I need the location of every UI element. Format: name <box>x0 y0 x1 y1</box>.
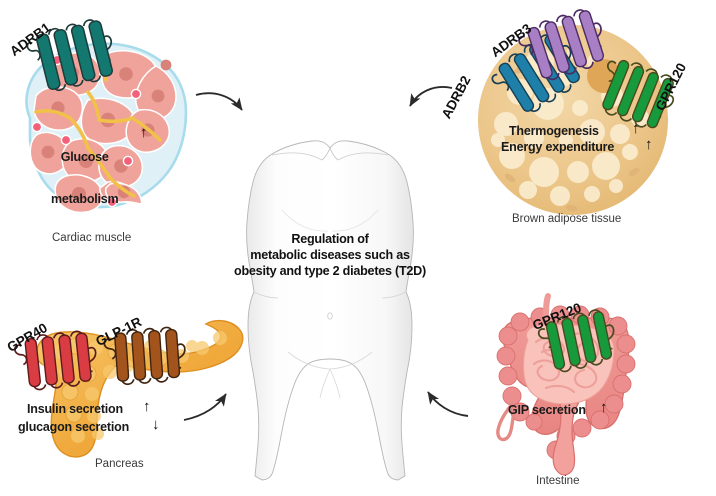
receptor-label-gpr120-intestine: GPR120 <box>530 299 584 334</box>
statement-glucose-metabolism: Glucose metabolism <box>51 122 119 234</box>
receptor-gpr40 <box>14 330 97 391</box>
up-arrow-glucose-metabolism: ↑ <box>140 124 148 141</box>
intestine-illustration <box>496 293 636 476</box>
receptor-adrb1 <box>26 19 113 92</box>
human-torso-silhouette <box>246 140 414 481</box>
center-line-2: metabolic diseases such as <box>250 247 410 262</box>
up-arrow-insulin-secretion: ↑ <box>143 398 151 415</box>
tissue-label-cardiac-muscle: Cardiac muscle <box>52 232 132 244</box>
up-arrow-gip-secretion: ↑ <box>600 399 608 416</box>
receptor-gpr120-intestine <box>537 309 615 373</box>
arrow-adipose-to-center <box>409 86 453 107</box>
receptor-adrb3 <box>518 9 605 81</box>
statement-thermogenesis: Thermogenesis <box>509 124 599 138</box>
receptor-gpr120-adipose <box>602 59 675 129</box>
arrow-intestine-to-center <box>427 391 469 417</box>
tissue-label-brown-adipose-tissue: Brown adipose tissue <box>512 213 622 225</box>
tissue-label-intestine: Intestine <box>536 475 580 487</box>
receptor-label-gpr120-adipose: GPR120 <box>652 60 690 114</box>
statement-insulin-secretion: Insulin secretion <box>27 402 123 416</box>
statement-glucagon-secretion: glucagon secretion <box>18 420 130 434</box>
statement-gip-secretion: GIP secretion <box>508 403 586 417</box>
up-arrow-energy-expenditure: ↑ <box>645 136 653 153</box>
brown-adipose-illustration <box>478 9 675 215</box>
up-arrow-thermogenesis: ↑ <box>632 120 640 137</box>
tissue-label-pancreas: Pancreas <box>95 458 144 470</box>
receptor-label-adrb2: ADRB2 <box>438 73 474 122</box>
statement-glucose-line2: metabolism <box>51 192 119 206</box>
down-arrow-glucagon-secretion: ↓ <box>152 416 160 433</box>
receptor-label-adrb1: ADRB1 <box>7 19 54 60</box>
connector-arrows <box>183 86 469 421</box>
pancreas-illustration <box>14 319 244 458</box>
center-line-1: Regulation of <box>291 232 369 246</box>
cardiac-muscle-illustration <box>25 19 188 214</box>
arrow-cardiac-to-center <box>195 92 243 111</box>
receptor-glp1r <box>103 326 186 386</box>
center-line-3: obesity and type 2 diabetes (T2D) <box>234 263 426 278</box>
receptor-label-adrb3: ADRB3 <box>488 20 535 61</box>
arrow-pancreas-to-center <box>183 393 227 421</box>
center-description: Regulation of metabolic diseases such as… <box>198 232 462 280</box>
statement-glucose-line1: Glucose <box>60 150 109 164</box>
receptor-label-glp1r: GLP-1R <box>93 314 144 350</box>
statement-energy-expenditure: Energy expenditure <box>501 140 615 154</box>
receptor-label-gpr40: GPR40 <box>4 320 50 356</box>
